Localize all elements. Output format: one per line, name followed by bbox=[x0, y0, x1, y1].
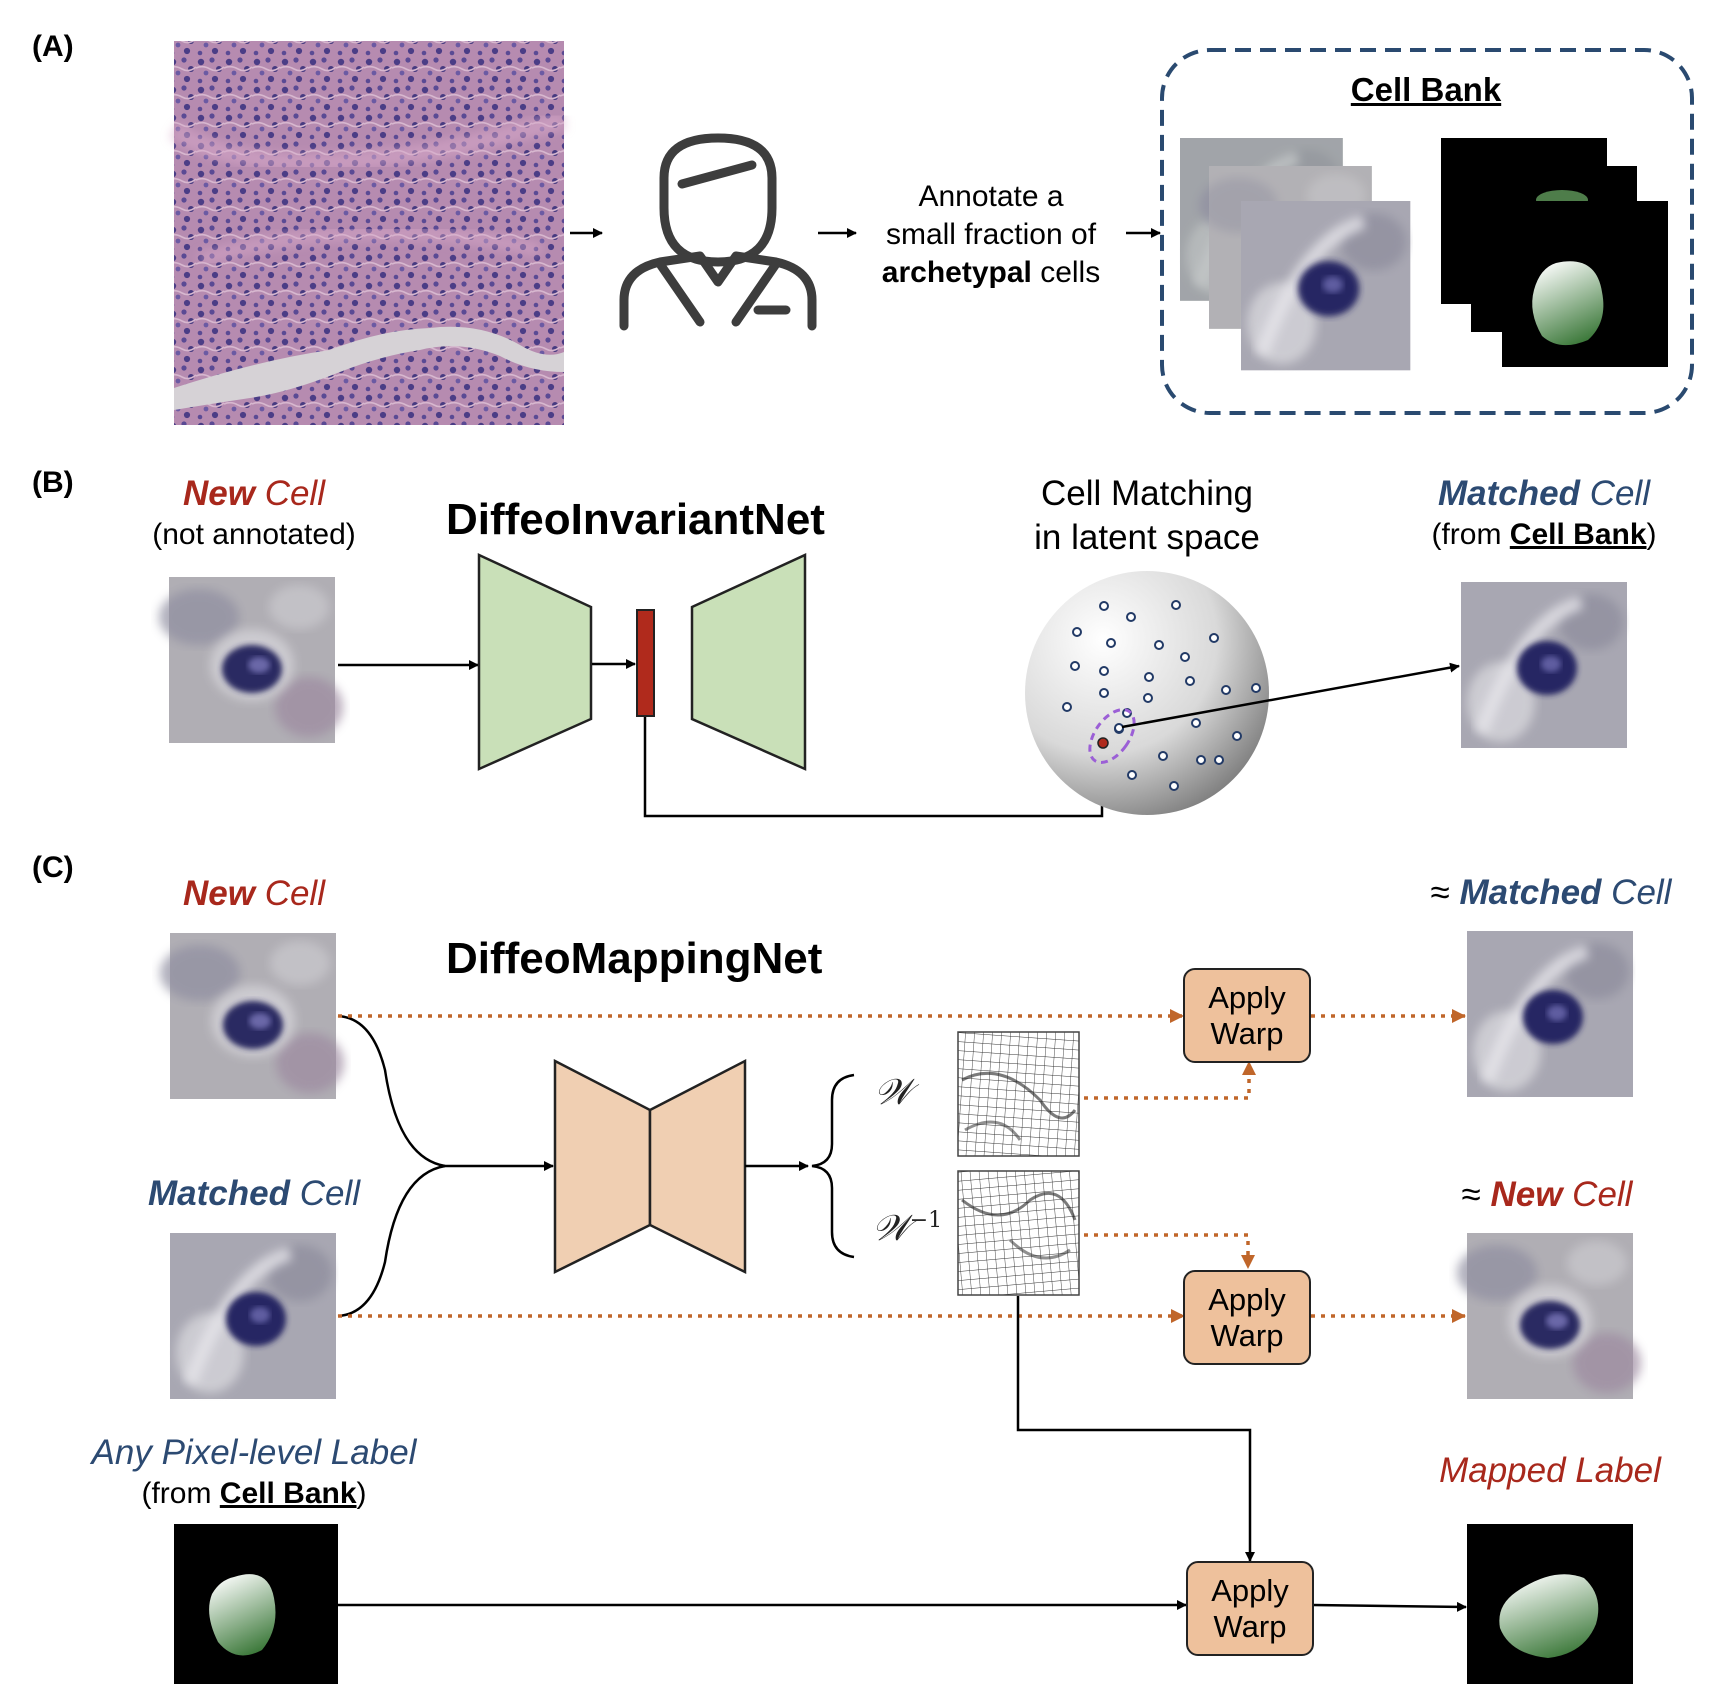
warp-field-inverse bbox=[957, 1170, 1080, 1296]
tissue-gap bbox=[174, 326, 564, 410]
diffeo-mapping-net-title: DiffeoMappingNet bbox=[446, 934, 823, 983]
panel-label-c: (C) bbox=[32, 851, 74, 884]
encoder-b bbox=[477, 553, 593, 771]
cell-matching-line1: Cell Matching bbox=[1040, 474, 1254, 513]
annotate-rest: cells bbox=[1031, 256, 1101, 289]
matched-rest-c: Cell bbox=[289, 1174, 360, 1213]
any-pixel-label-title: Any Pixel-level Label bbox=[91, 1433, 417, 1472]
apply-warp-3-line1: Apply bbox=[1211, 1572, 1289, 1608]
mapped-label-title: Mapped Label bbox=[1439, 1451, 1661, 1490]
annotate-line2: small fraction of bbox=[885, 218, 1097, 251]
matched-cell-subtitle-b: (from Cell Bank) bbox=[1431, 518, 1656, 552]
matched-sub-close-b: ) bbox=[1646, 518, 1657, 551]
panel-label-a: (A) bbox=[32, 30, 74, 63]
apply-warp-1-line1: Apply bbox=[1208, 979, 1286, 1015]
annotate-line1: Annotate a bbox=[918, 180, 1064, 213]
w-inverse-exponent: −1 bbox=[909, 1208, 943, 1233]
w-inverse-base: 𝒲 bbox=[872, 1208, 910, 1249]
cell-matching-line2: in latent space bbox=[1034, 518, 1260, 557]
panel-label-b: (B) bbox=[32, 466, 74, 499]
curly-brace bbox=[811, 1073, 855, 1259]
new-cell-title-b: New Cell bbox=[183, 474, 325, 514]
matched-sub-bank-b: Cell Bank bbox=[1509, 518, 1647, 551]
approx-new-bold: New bbox=[1490, 1175, 1563, 1214]
apply-warp-box-2: Apply Warp bbox=[1183, 1270, 1311, 1365]
matched-latent-point bbox=[1114, 723, 1124, 733]
matched-cell-title-c: Matched Cell bbox=[148, 1174, 360, 1214]
arrow-winv-to-warp3 bbox=[1016, 1296, 1255, 1562]
approx-new-title: ≈ New Cell bbox=[1462, 1175, 1633, 1215]
matched-cell-title-b: Matched Cell bbox=[1438, 474, 1650, 514]
matched-sub-open-b: (from bbox=[1431, 518, 1510, 551]
cell-matching-text: Cell Matching in latent space bbox=[1034, 472, 1260, 560]
latent-code bbox=[636, 609, 655, 717]
panel-c bbox=[160, 931, 1641, 1684]
latent-sphere bbox=[1025, 571, 1269, 815]
annotate-line3: archetypal cells bbox=[882, 254, 1100, 292]
apply-warp-box-1: Apply Warp bbox=[1183, 968, 1311, 1063]
new-cell-latent-point bbox=[1097, 737, 1109, 749]
encoder-c bbox=[553, 1058, 652, 1275]
cell-bank-masks bbox=[1441, 138, 1668, 367]
annotate-text: Annotate a small fraction of archetypal … bbox=[882, 178, 1100, 292]
matched-cell-patch-b bbox=[1461, 582, 1627, 748]
decoder-c bbox=[648, 1058, 747, 1275]
approx-matched-title: ≈ Matched Cell bbox=[1431, 873, 1672, 913]
new-cell-rest-c: Cell bbox=[254, 874, 325, 913]
new-cell-title-c: New Cell bbox=[183, 874, 325, 914]
apply-warp-3-line2: Warp bbox=[1213, 1608, 1287, 1644]
new-cell-patch-b bbox=[159, 577, 343, 743]
approx-matched-bold: Matched bbox=[1459, 873, 1602, 912]
new-cell-rest-b: Cell bbox=[254, 474, 325, 513]
apply-warp-1-line2: Warp bbox=[1210, 1015, 1284, 1051]
approx-new-rest: Cell bbox=[1562, 1175, 1633, 1214]
approx-symbol-1: ≈ bbox=[1430, 873, 1460, 912]
new-cell-bold-b: New bbox=[183, 474, 255, 513]
pixel-label-mask bbox=[174, 1524, 338, 1684]
w-inverse-symbol: 𝒲−1 bbox=[872, 1208, 942, 1250]
warp-field-forward bbox=[957, 1031, 1080, 1157]
apply-warp-box-3: Apply Warp bbox=[1186, 1561, 1314, 1656]
cell-bank-title: Cell Bank bbox=[1350, 71, 1502, 108]
any-pixel-label-subtitle: (from Cell Bank) bbox=[141, 1477, 366, 1511]
arrow-sphere-to-matched bbox=[1121, 662, 1460, 729]
matched-bold-c: Matched bbox=[148, 1174, 290, 1213]
approx-symbol-2: ≈ bbox=[1461, 1175, 1491, 1214]
curve-matched-to-merge bbox=[337, 1164, 446, 1318]
w-symbol: 𝒲 bbox=[874, 1072, 912, 1113]
mapped-label-mask bbox=[1467, 1524, 1633, 1684]
matched-rest-b: Cell bbox=[1579, 474, 1650, 513]
any-sub-close: ) bbox=[356, 1477, 367, 1510]
panel-b bbox=[159, 553, 1627, 818]
apply-warp-2-line1: Apply bbox=[1208, 1281, 1286, 1317]
matched-bold-b: Matched bbox=[1438, 474, 1580, 513]
dotted-w-to-warp1 bbox=[1084, 1061, 1256, 1100]
approx-new-patch bbox=[1457, 1233, 1641, 1399]
new-cell-bold-c: New bbox=[183, 874, 255, 913]
approx-matched-rest: Cell bbox=[1601, 873, 1672, 912]
approx-matched-patch bbox=[1467, 931, 1633, 1097]
cell-bank-patches bbox=[1180, 138, 1410, 370]
new-cell-patch-c bbox=[160, 933, 344, 1099]
panel-a bbox=[169, 41, 1694, 425]
arrow-warp3-to-mapped bbox=[1312, 1601, 1467, 1612]
dotted-arrows bbox=[338, 1009, 1466, 1323]
annotate-bold-word: archetypal bbox=[881, 256, 1032, 289]
decoder-b bbox=[690, 553, 807, 771]
any-sub-open: (from bbox=[141, 1477, 220, 1510]
any-sub-bank: Cell Bank bbox=[219, 1477, 357, 1510]
curve-new-to-merge bbox=[337, 1014, 446, 1168]
matched-cell-patch-c bbox=[170, 1233, 336, 1399]
apply-warp-2-line2: Warp bbox=[1210, 1317, 1284, 1353]
dotted-winv-to-warp2 bbox=[1084, 1233, 1255, 1269]
new-cell-subtitle-b: (not annotated) bbox=[152, 518, 356, 551]
match-neighborhood bbox=[1088, 708, 1136, 764]
pathologist-icon bbox=[619, 133, 817, 331]
diffeo-invariant-net-title: DiffeoInvariantNet bbox=[446, 495, 825, 544]
